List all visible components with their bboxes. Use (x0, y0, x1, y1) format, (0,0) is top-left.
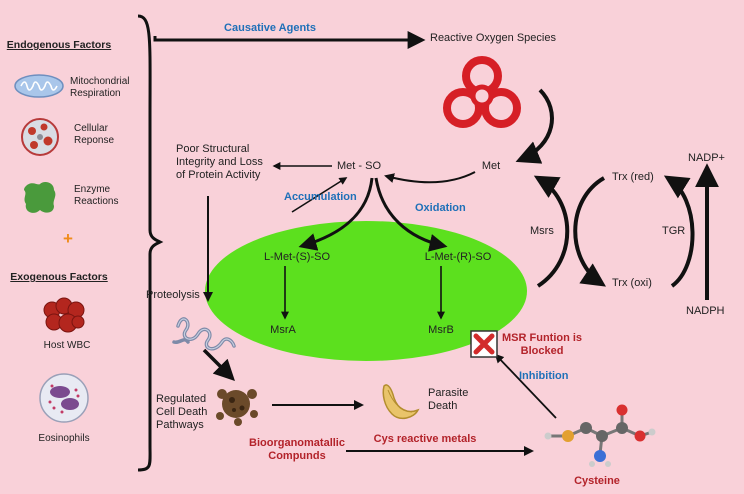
cysteine-label: Cysteine (574, 475, 620, 487)
parasite-death-label: Parasite Death (428, 387, 469, 412)
met-so-label: Met - SO (336, 160, 382, 172)
msrs-curve-top (533, 175, 570, 288)
accumulation-arrow (291, 177, 348, 213)
cellular-response-icon (21, 118, 59, 156)
cellular-response-label: Cellular Reponse (74, 123, 115, 146)
accumulation-label: Accumulation (284, 191, 357, 203)
to-regulated-arrow (202, 348, 235, 381)
tgr-curve (663, 175, 695, 288)
oxidation-label: Oxidation (415, 202, 466, 214)
proteolysis-icon (172, 317, 236, 351)
msr-blocked-label: MSR Funtion is Blocked (502, 332, 583, 357)
tgr-label: TGR (662, 225, 686, 237)
to-s-so-arrow (298, 177, 374, 251)
causative-agents-label: Causative Agents (224, 22, 316, 34)
ros-to-met-arrow (515, 88, 554, 164)
ros-label: Reactive Oxygen Species (430, 32, 556, 44)
causative-agents-arrow (153, 31, 426, 49)
msrs-curve-bottom (573, 176, 606, 287)
regulated-cell-death-label: Regulated Cell Death Pathways (156, 393, 208, 431)
enzyme-icon (24, 182, 56, 213)
eosinophil-icon (39, 373, 89, 423)
msrs-label: Msrs (530, 225, 554, 237)
blocked-x-icon (470, 330, 498, 358)
eosinophils-label: Eosinophils (38, 433, 90, 444)
msr-ellipse (205, 221, 527, 361)
l-met-s-so-label: L-Met-(S)-SO (264, 251, 330, 263)
nadph-label: NADPH (686, 305, 725, 317)
trx-red-label: Trx (red) (612, 171, 654, 183)
to-r-so-arrow (374, 177, 448, 252)
left-brace (137, 14, 164, 472)
mitochondria-icon (14, 74, 64, 98)
mitochondrial-label: Mitochondrial Respiration (70, 76, 130, 99)
msra-label: MsrA (270, 324, 296, 336)
msrb-label: MsrB (428, 324, 454, 336)
inhibition-label: Inhibition (519, 370, 569, 382)
met-label: Met (481, 160, 501, 172)
plus-sign: + (63, 229, 73, 248)
cysteine-molecule-icon (544, 404, 656, 467)
proteolysis-label: Proteolysis (146, 289, 200, 301)
biohazard-icon (443, 56, 521, 128)
oxidation-arrow (384, 171, 476, 184)
host-wbc-icon (43, 297, 85, 333)
enzyme-reactions-label: Enzyme Reactions (74, 184, 119, 207)
bioorganometallic-label: Bioorganomatallic Compunds (249, 437, 345, 462)
exogenous-factors-header: Exogenous Factors (10, 271, 108, 283)
l-met-r-so-label: L-Met-(R)-SO (424, 251, 492, 263)
cys-reactive-metals-label: Cys reactive metals (373, 433, 477, 445)
endogenous-factors-header: Endogenous Factors (6, 39, 112, 51)
parasite-icon (382, 384, 420, 420)
nadp-plus-label: NADP+ (688, 152, 725, 164)
inhibition-arrow (494, 353, 557, 419)
trx-oxi-label: Trx (oxi) (612, 277, 652, 289)
cell-death-icon (216, 389, 258, 426)
host-wbc-label: Host WBC (43, 340, 91, 351)
poor-integrity-label: Poor Structural Integrity and Loss of Pr… (176, 143, 263, 181)
